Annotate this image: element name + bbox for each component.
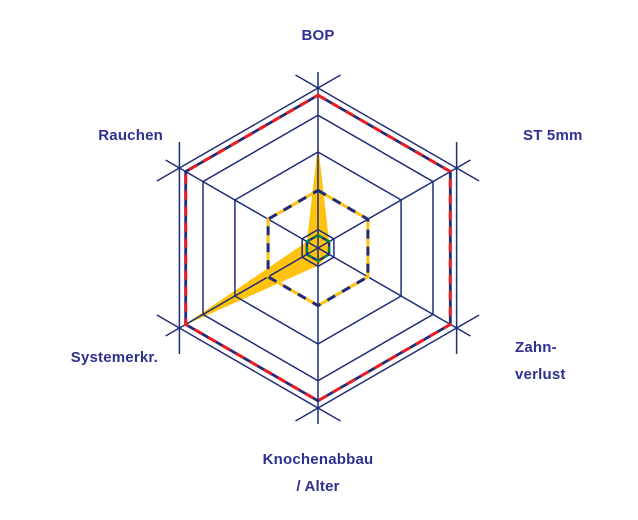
axis-label-text: Knochenabbau	[262, 451, 374, 468]
risk-area-polygon	[182, 144, 330, 327]
grid-ring	[202, 114, 434, 382]
axis-end-tick	[295, 74, 319, 89]
grid-ring	[234, 151, 402, 345]
axis-spoke	[317, 247, 471, 337]
axis-label-zahnverlust: Zahn- verlust	[515, 334, 566, 388]
grid-ring	[178, 87, 458, 409]
axis-label-text: Systemerkr.	[70, 349, 158, 366]
axis-label-text: verlust	[515, 366, 566, 383]
axis-label-bop: BOP	[301, 22, 334, 49]
axis-label-st5mm: ST 5mm	[523, 122, 583, 149]
axis-end-tick	[156, 314, 180, 329]
axis-label-rauchen: Rauchen	[98, 122, 163, 149]
moderate-risk-ring	[266, 188, 370, 308]
grid-ring	[301, 228, 335, 268]
axis-label-text: ST 5mm	[523, 127, 583, 144]
axis-label-text: BOP	[301, 27, 335, 44]
axis-end-tick	[317, 407, 341, 422]
high-risk-ring	[184, 93, 452, 403]
axis-end-tick	[456, 167, 480, 182]
axis-end-tick	[156, 167, 180, 182]
axis-spoke	[317, 159, 471, 249]
axis-spoke	[165, 247, 319, 337]
axis-spoke	[165, 159, 319, 249]
axis-end-tick	[317, 74, 341, 89]
low-risk-ring	[305, 233, 331, 263]
axis-end-tick	[456, 314, 480, 329]
axis-label-systemerkr: Systemerkr.	[71, 344, 158, 371]
axis-label-knochenabbau-alter: Knochenabbau / Alter	[263, 446, 374, 500]
axis-label-text: Rauchen	[98, 127, 163, 144]
axis-label-text: / Alter	[296, 478, 340, 495]
axis-end-tick	[295, 407, 319, 422]
axis-label-text: Zahn-	[515, 339, 557, 356]
